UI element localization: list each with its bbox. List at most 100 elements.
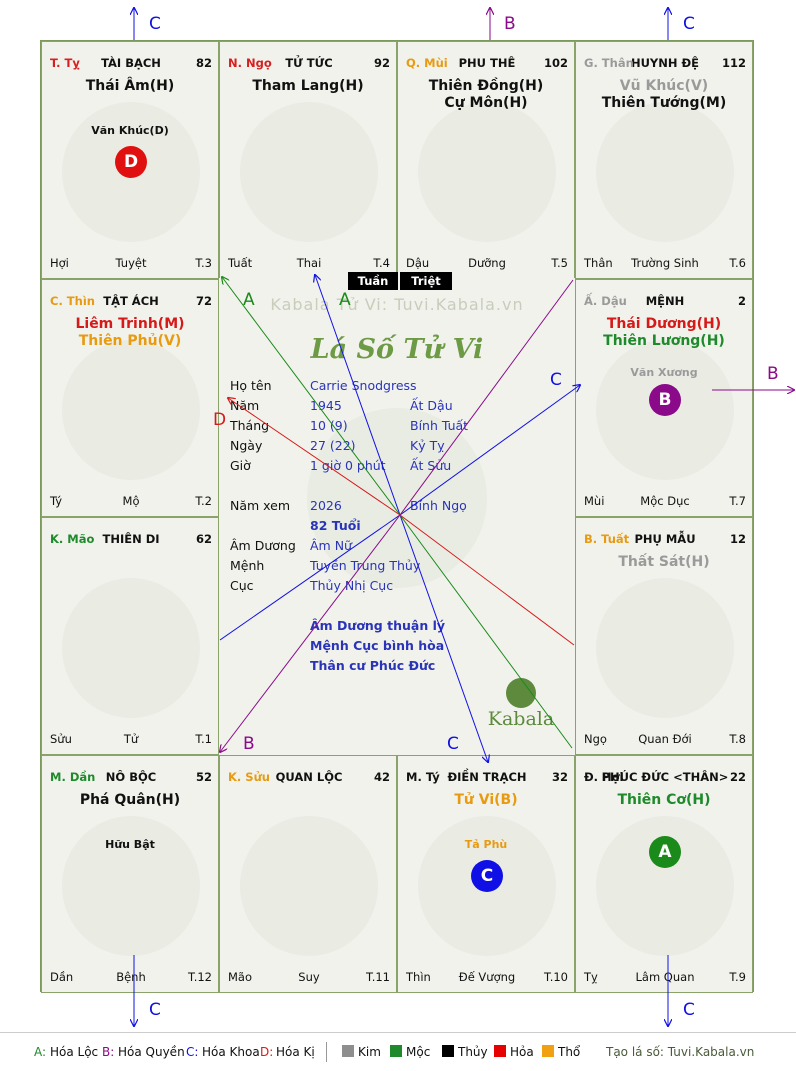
palace-age: 62 [195, 532, 212, 546]
palace-age: 92 [373, 56, 390, 70]
cycle-label: T.1 [195, 732, 212, 746]
legend-label: Hóa Quyền [118, 1045, 185, 1059]
arrow-line [228, 398, 401, 516]
palace-can-chi: N. Ngọ [228, 56, 272, 70]
legend-divider [326, 1042, 327, 1062]
cycle-label: T.3 [195, 256, 212, 270]
zodiac-watermark [596, 578, 734, 718]
element-swatch [390, 1045, 402, 1057]
palace-age: 72 [195, 294, 212, 308]
arrow-line [222, 277, 401, 516]
major-star: Thiên Đồng(H) [428, 78, 544, 94]
element-label: Hỏa [510, 1045, 534, 1059]
transform-badge: C [471, 860, 503, 892]
arrow-line [315, 275, 401, 516]
major-star: Phá Quân(H) [79, 792, 181, 808]
cycle-label: T.6 [729, 256, 746, 270]
palace-can-chi: T. Tỵ [50, 56, 80, 70]
legend-key: B: [102, 1045, 115, 1059]
arrow-label: C [149, 14, 161, 34]
legend-key: C: [186, 1045, 199, 1059]
info-key: Âm Dương [230, 538, 296, 553]
analysis-note: Âm Dương thuận lý [310, 618, 446, 633]
life-stage: Tử [123, 732, 139, 746]
info-value: 1945 [310, 398, 342, 413]
arrow-line [219, 514, 401, 641]
palace-age: 112 [721, 56, 746, 70]
info-value: 82 Tuổi [310, 518, 361, 533]
chart-logo: Lá Số Tử Vi [310, 334, 484, 365]
major-star: Tử Vi(B) [454, 792, 518, 808]
life-stage: Bệnh [116, 970, 146, 984]
arrow-label: C [683, 1000, 695, 1020]
palace-can-chi: K. Mão [50, 532, 95, 546]
tuan-tag: Tuần [348, 272, 398, 290]
branch-label: Mão [228, 970, 253, 984]
cycle-label: T.4 [373, 256, 390, 270]
palace-name: PHÚC ĐỨC <THÂN> [601, 770, 729, 784]
major-star: Thiên Tướng(M) [601, 95, 727, 111]
branch-label: Mùi [584, 494, 605, 508]
palace-age: 52 [195, 770, 212, 784]
life-stage: Lâm Quan [635, 970, 695, 984]
palace-age: 32 [551, 770, 568, 784]
minor-star: Văn Khúc(D) [91, 124, 169, 137]
life-stage: Mộc Dục [640, 494, 690, 508]
arrow-line [399, 279, 574, 516]
info-key: Tháng [230, 418, 270, 433]
cycle-label: T.12 [188, 970, 212, 984]
analysis-note: Mệnh Cục bình hòa [310, 638, 445, 653]
zodiac-watermark [62, 816, 200, 956]
palace-header: TỬ TỨC N. Ngọ 92 [228, 56, 390, 72]
palace-name: TỬ TỨC [285, 56, 333, 70]
palace-name: HUYNH ĐỆ [630, 56, 700, 70]
cycle-label: T.11 [366, 970, 390, 984]
palace-name: TẬT ÁCH [103, 294, 159, 308]
branch-label: Dậu [406, 256, 430, 270]
arrow-label: D [213, 410, 226, 430]
life-stage: Quan Đới [638, 732, 692, 746]
branch-label: Hợi [50, 256, 69, 270]
credit-link[interactable]: Tạo lá số: Tuvi.Kabala.vn [606, 1045, 755, 1059]
zodiac-watermark [62, 578, 200, 718]
palace-name: PHỤ MẪU [634, 532, 696, 546]
info-key: Mệnh [230, 558, 265, 573]
major-star: Thái Dương(H) [606, 316, 722, 332]
cycle-label: T.10 [544, 970, 568, 984]
element-label: Mộc [406, 1045, 431, 1059]
branch-label: Tuất [228, 256, 253, 270]
palace-name: MỆNH [645, 294, 685, 308]
info-value: 10 (9) [310, 418, 348, 433]
major-star: Cự Môn(H) [444, 95, 528, 111]
palace-can-chi: G. Thân [584, 56, 634, 70]
element-label: Kim [358, 1045, 381, 1059]
info-key: Cục [230, 578, 254, 593]
info-value: Âm Nữ [310, 538, 352, 553]
